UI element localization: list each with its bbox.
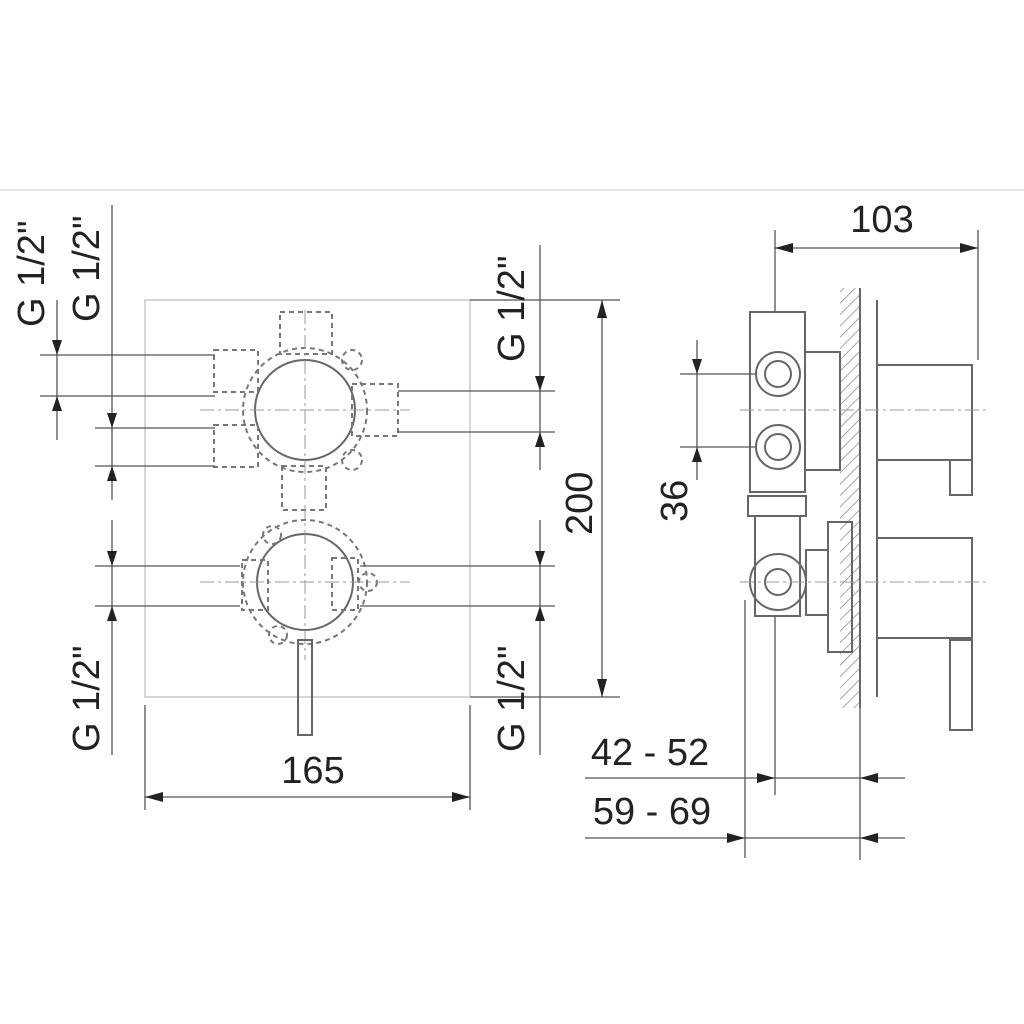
front-view [40,205,620,810]
label-left-port-bottom: G 1/2" [66,646,108,752]
lower-handle [876,537,973,639]
upper-handle [876,364,973,461]
label-spacing: 36 [654,480,696,522]
label-left-port-top-b: G 1/2" [66,216,108,322]
handle-stem [297,639,313,736]
cover-plate [144,299,471,698]
label-height: 200 [559,472,601,535]
side-view [585,230,990,860]
upper-valve-body [200,310,410,511]
label-depth: 103 [850,199,913,241]
label-center-port-bottom: G 1/2" [491,646,533,752]
label-width: 165 [281,750,344,792]
wall-hatch [840,288,860,708]
label-wall-range-b: 59 - 69 [593,791,711,833]
label-center-port-top: G 1/2" [491,256,533,362]
label-wall-range-a: 42 - 52 [591,732,709,774]
lower-valve-body [200,505,410,660]
label-left-port-top-a: G 1/2" [11,221,53,327]
